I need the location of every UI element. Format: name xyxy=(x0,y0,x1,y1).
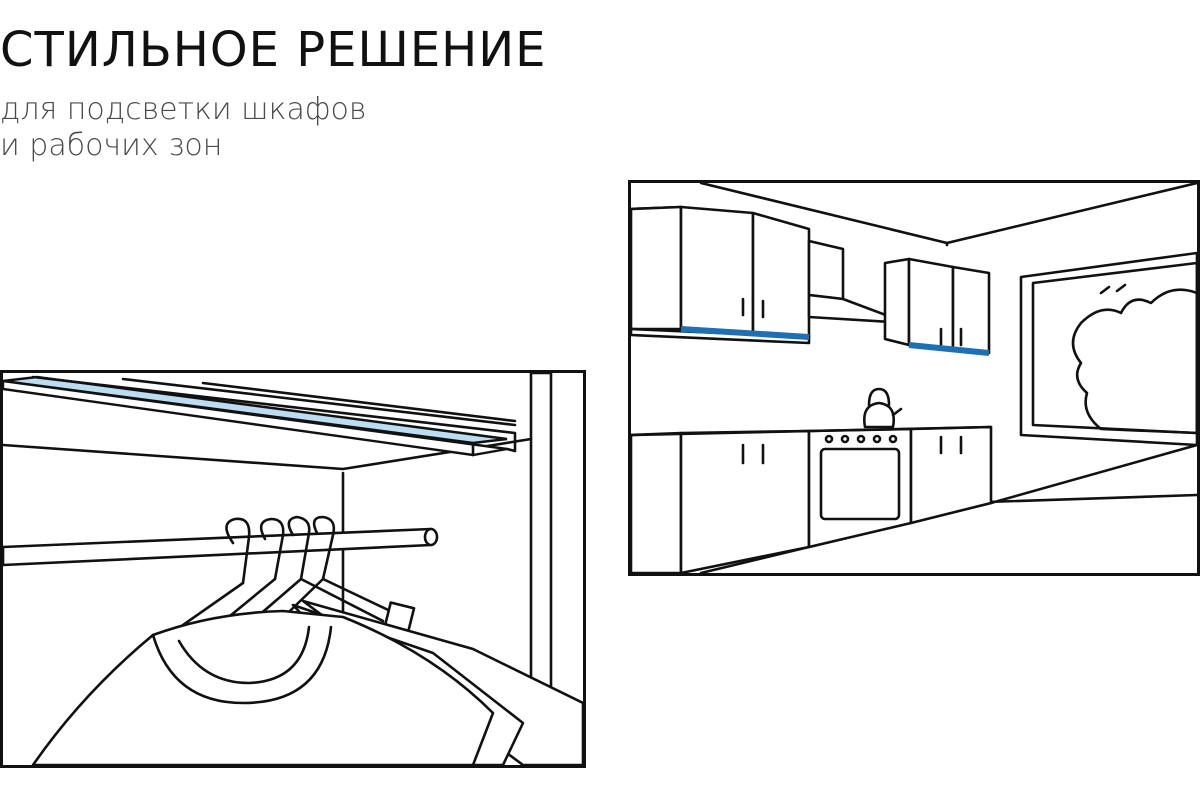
hangers xyxy=(161,515,416,645)
wall-cabinets-left xyxy=(631,205,811,345)
headline: СТИЛЬНОЕ РЕШЕНИЕ xyxy=(0,22,547,78)
wall-cabinets-right xyxy=(883,257,991,355)
oven xyxy=(819,434,901,521)
garments xyxy=(31,599,583,765)
subtitle-line-1: для подсветки шкафов xyxy=(0,92,367,127)
wardrobe-illustration xyxy=(3,373,583,765)
range-hood xyxy=(807,239,909,325)
base-cabinets xyxy=(631,425,993,573)
kitchen-illustration xyxy=(631,183,1197,573)
wardrobe-light-strip xyxy=(3,375,517,457)
window xyxy=(1019,251,1197,447)
kitchen-light-strip-right xyxy=(908,342,990,356)
subtitle-line-2: и рабочих зон xyxy=(0,128,223,163)
clothes-rail xyxy=(3,527,439,567)
kitchen-light-strip-left xyxy=(680,326,810,340)
kettle-icon xyxy=(863,387,903,429)
subtitle: для подсветки шкафов и рабочих зон xyxy=(0,92,366,164)
kitchen-illustration-panel xyxy=(628,180,1200,576)
wardrobe-illustration-panel xyxy=(0,370,586,768)
